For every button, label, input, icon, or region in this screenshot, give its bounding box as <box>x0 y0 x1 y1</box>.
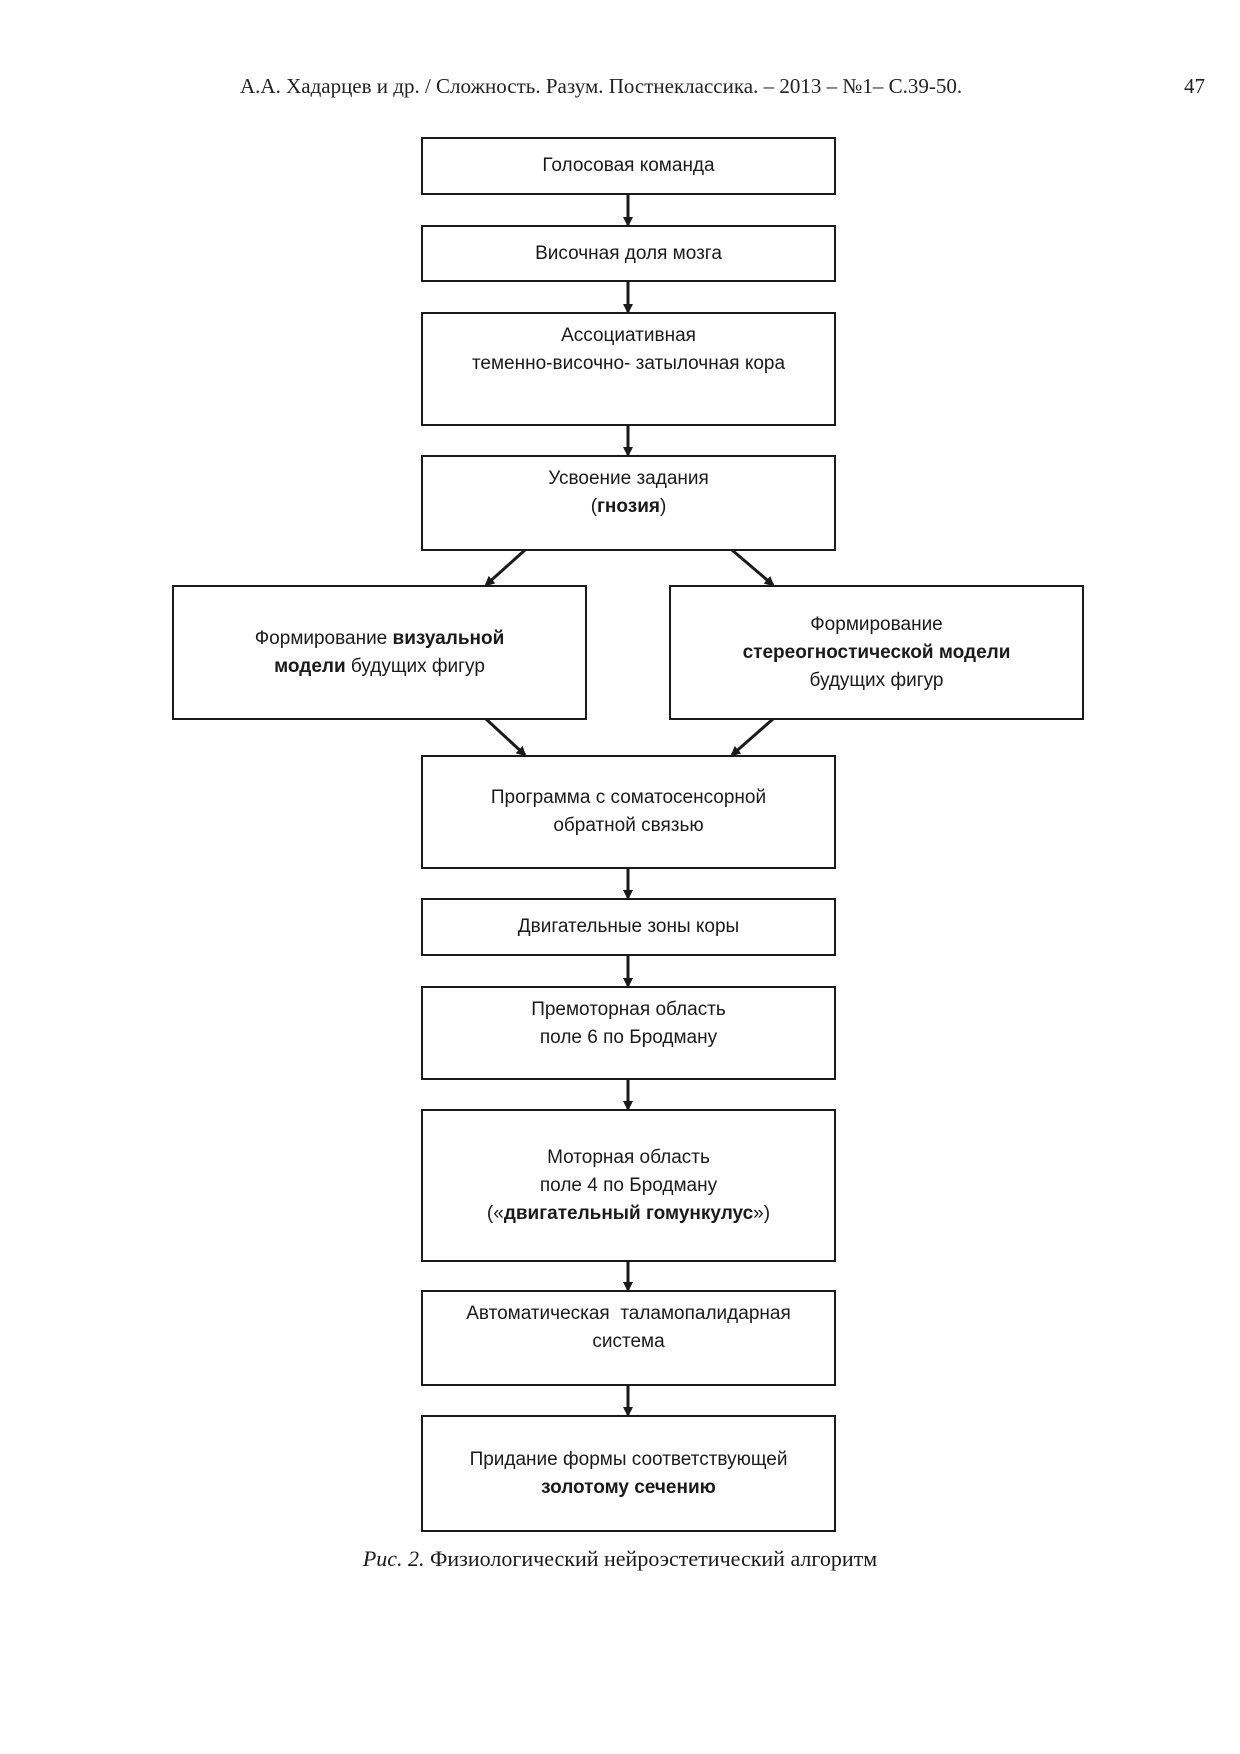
node-task-learning-l2-post: ) <box>659 496 667 517</box>
node-golden-section-l2: золотому сечению <box>541 1474 716 1502</box>
node-task-learning: Усвоение задания (гнозия) <box>421 455 836 551</box>
node-task-learning-l2-bold: гнозия <box>597 496 660 517</box>
node-associative-cortex-l1: Ассоциативная <box>561 325 696 346</box>
node-somatosensory-program-l2: обратной связью <box>553 815 704 836</box>
running-header: А.А. Хадарцев и др. / Сложность. Разум. … <box>240 74 963 98</box>
node-visual-model-l1-pre: Формирование <box>254 627 393 649</box>
node-visual-model-l2-bold: модели <box>274 655 346 677</box>
arrow-task-to-stereognostic <box>731 548 775 587</box>
node-premotor-area: Премоторная область поле 6 по Бродману <box>421 986 836 1080</box>
node-task-learning-l1: Усвоение задания <box>548 468 709 489</box>
node-thalamopallidar-l2: система <box>592 1331 665 1352</box>
node-premotor-area-l1: Премоторная область <box>531 999 726 1020</box>
node-stereognostic-model: Формирование стереогностической модели б… <box>669 585 1084 720</box>
node-visual-model-l2-post: будущих фигур <box>345 655 485 677</box>
node-motor-area-l3-bold: двигательный гомункулус <box>503 1202 754 1224</box>
node-thalamopallidar: Автоматическая таламопалидарная система <box>421 1290 836 1386</box>
node-golden-section-l1: Придание формы соответствующей <box>469 1448 788 1470</box>
node-golden-section-l2-bold: золотому сечению <box>541 1476 716 1498</box>
node-motor-area-l1: Моторная область <box>547 1146 710 1168</box>
node-associative-cortex-l2: теменно-височно- затылочная кора <box>471 353 786 374</box>
node-premotor-area-l2: поле 6 по Бродману <box>539 1027 718 1048</box>
node-stereognostic-model-l2-bold: стереогностической модели <box>742 641 1011 663</box>
node-voice-command-l1: Голосовая команда <box>542 155 715 176</box>
node-golden-section: Придание формы соответствующей золотому … <box>421 1415 836 1532</box>
node-stereognostic-model-l3: будущих фигур <box>809 669 944 691</box>
node-somatosensory-program: Программа с соматосенсорной обратной свя… <box>421 755 836 869</box>
node-somatosensory-program-l1: Программа с соматосенсорной <box>490 787 767 808</box>
node-visual-model-l1-bold: визуальной <box>392 627 505 649</box>
node-visual-model: Формирование визуальной модели будущих ф… <box>172 585 587 720</box>
node-stereognostic-model-l2: стереогностической модели <box>743 639 1011 667</box>
node-motor-area-l2: поле 4 по Бродману <box>539 1174 718 1196</box>
arrow-visual-to-program <box>484 717 527 757</box>
node-motor-area-l3-post: ») <box>753 1202 771 1224</box>
node-thalamopallidar-l1: Автоматическая таламопалидарная <box>466 1303 791 1324</box>
node-motor-area-l3: («двигательный гомункулус») <box>487 1200 770 1228</box>
figure-caption-label: Рис. 2. <box>362 1546 425 1571</box>
node-motor-zones: Двигательные зоны коры <box>421 898 836 956</box>
arrow-stereognostic-to-program <box>730 717 774 757</box>
node-associative-cortex: Ассоциативная теменно-височно- затылочна… <box>421 312 836 426</box>
figure-caption: Рис. 2. Физиологический нейроэстетически… <box>0 1546 1240 1572</box>
node-temporal-lobe: Височная доля мозга <box>421 225 836 282</box>
node-task-learning-l2-pre: ( <box>590 496 598 517</box>
node-motor-zones-l1: Двигательные зоны коры <box>517 916 740 937</box>
node-visual-model-l1: Формирование визуальной <box>255 625 505 653</box>
page-number: 47 <box>1184 74 1205 98</box>
node-voice-command: Голосовая команда <box>421 137 836 195</box>
node-visual-model-l2: модели будущих фигур <box>274 653 485 681</box>
arrow-task-to-visual <box>484 548 527 587</box>
figure-caption-text: Физиологический нейроэстетический алгори… <box>424 1546 878 1571</box>
node-motor-area: Моторная область поле 4 по Бродману («дв… <box>421 1109 836 1262</box>
node-task-learning-l2: (гнозия) <box>591 493 667 521</box>
node-temporal-lobe-l1: Височная доля мозга <box>535 242 722 264</box>
node-stereognostic-model-l1: Формирование <box>810 613 943 635</box>
node-motor-area-l3-pre: (« <box>486 1202 504 1224</box>
